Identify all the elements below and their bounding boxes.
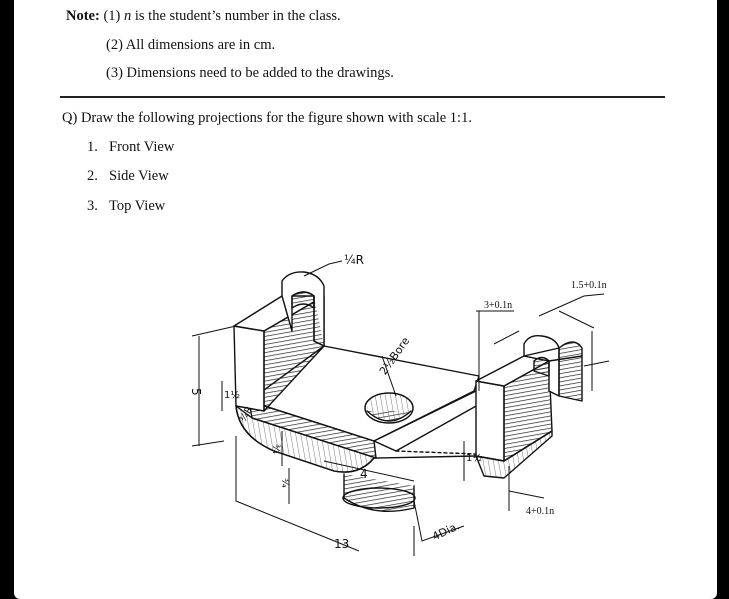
question-text: Q) Draw the following projections for th… [62, 110, 472, 127]
question-prefix: Q) [62, 110, 78, 126]
note-line-2: (2) All dimensions are in cm. [106, 37, 276, 53]
note-1-variable: n [124, 8, 132, 24]
dim-3-plus-01n: 3+0.1n [484, 300, 512, 311]
isometric-drawing: ¼R 2½Bore 3+0.1n 1.5+0.1n 4+0.1n 5 1½ ¾R… [189, 253, 610, 556]
dim-13: 13 [334, 537, 349, 551]
list-item-top-view: 3. Top View [87, 198, 165, 215]
dim-4-plus-01n: 4+0.1n [526, 506, 554, 517]
dim-1half-left: 1½ [224, 389, 240, 401]
list-item-number: 2. [87, 168, 98, 184]
note-label: Note: [66, 8, 100, 24]
list-item-side-view: 2. Side View [87, 168, 169, 185]
document-page: Note: (1) n is the student’s number in t… [14, 0, 717, 599]
list-item-number: 1. [87, 139, 98, 155]
base-front-face [249, 401, 376, 458]
dim-radius-top: ¼R [344, 253, 364, 267]
bottom-boss-edge [342, 487, 416, 509]
note-1-number: (1) [103, 8, 121, 24]
question-body: Draw the following projections for the f… [80, 110, 472, 126]
dim-3quarter-a: ¾ [270, 444, 281, 454]
dim-1half-right: 1½ [466, 452, 482, 464]
dim-4: 4 [360, 467, 368, 481]
list-item-label: Top View [109, 198, 166, 214]
dim-4dia: 4Dia. [430, 519, 462, 543]
note-line-3: (3) Dimensions need to be added to the d… [106, 65, 394, 81]
dim-15-plus-01n: 1.5+0.1n [571, 280, 607, 291]
dim-5: 5 [189, 388, 203, 396]
list-item-label: Side View [109, 168, 169, 184]
list-item-front-view: 1. Front View [87, 139, 174, 156]
right-lower-body [475, 430, 553, 479]
bottom-boss [343, 473, 415, 513]
list-item-number: 3. [87, 198, 98, 214]
right-upright-front [475, 380, 505, 462]
section-divider [60, 96, 665, 98]
note-line-1: Note: (1) n is the student’s number in t… [66, 8, 341, 25]
dim-3quarter-b: ¾ [279, 478, 290, 488]
list-item-label: Front View [109, 139, 175, 155]
note-1-text: is the student’s number in the class. [134, 8, 341, 24]
